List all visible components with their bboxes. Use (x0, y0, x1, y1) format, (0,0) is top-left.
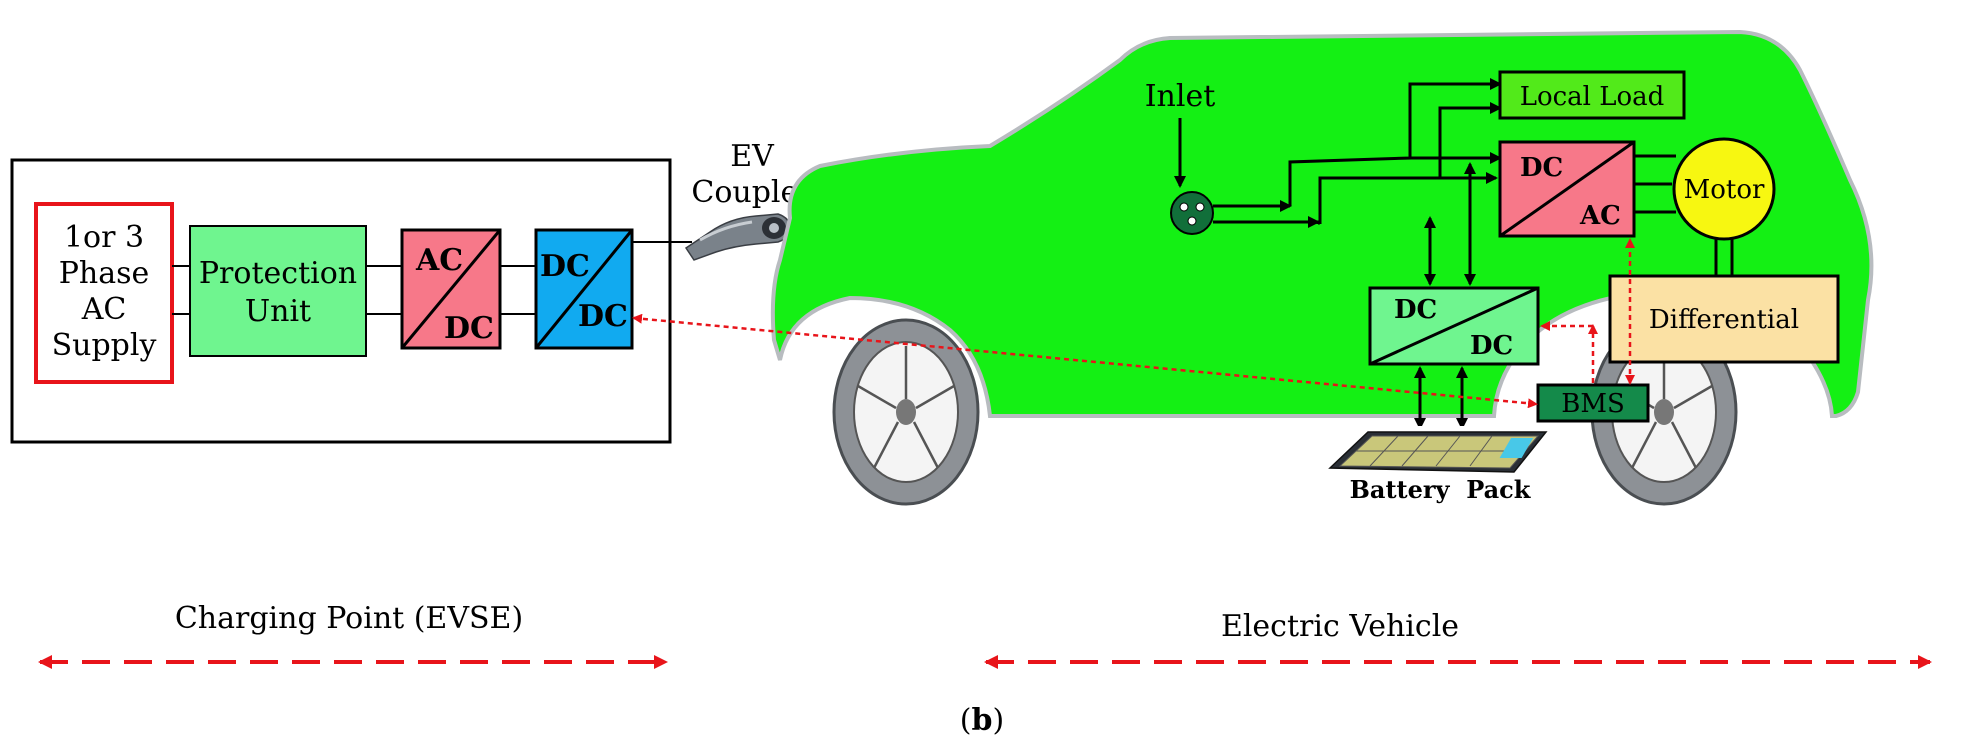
coupler-label-line-1: EV (730, 139, 775, 174)
ev-coupler-plug-icon (684, 213, 791, 261)
inlet-socket-icon (1170, 191, 1214, 235)
battery-pack-label: Battery Pack (1350, 475, 1532, 504)
front-wheel-icon (832, 318, 980, 506)
local-load-label: Local Load (1520, 82, 1665, 112)
figure-caption: (b) (960, 703, 1004, 738)
protection-line-1: Protection (199, 256, 357, 291)
motor-label: Motor (1684, 175, 1765, 205)
supply-line-4: Supply (52, 328, 157, 363)
ac-supply-box (34, 202, 174, 384)
acdc-bottom-label: DC (444, 311, 494, 346)
supply-line-3: AC (81, 292, 127, 327)
evse-dcdc-bottom-label: DC (578, 299, 628, 334)
differential-box (1608, 274, 1840, 364)
supply-line-2: Phase (59, 256, 150, 291)
local-load-box (1498, 70, 1686, 120)
vehicle-dcdc-bottom-label: DC (1470, 331, 1513, 361)
protection-unit-box (189, 225, 367, 357)
dcac-top-label: DC (1520, 153, 1563, 183)
bms-label: BMS (1561, 389, 1625, 419)
electric-vehicle-label: Electric Vehicle (1221, 609, 1459, 644)
bms-box (1536, 383, 1650, 423)
acdc-top-label: AC (415, 243, 463, 278)
inlet-label: Inlet (1145, 79, 1216, 114)
differential-label: Differential (1649, 305, 1799, 335)
evse-bms-signal-line (632, 313, 1538, 409)
battery-pack-icon (1316, 426, 1556, 482)
evse-dcdc-top-label: DC (540, 249, 590, 284)
dcac-bottom-label: AC (1579, 201, 1621, 231)
charging-point-label: Charging Point (EVSE) (175, 601, 523, 636)
supply-line-1: 1or 3 (64, 220, 144, 255)
protection-line-2: Unit (245, 294, 311, 329)
motor-circle (1672, 137, 1776, 241)
vehicle-dcdc-top-label: DC (1394, 295, 1437, 325)
